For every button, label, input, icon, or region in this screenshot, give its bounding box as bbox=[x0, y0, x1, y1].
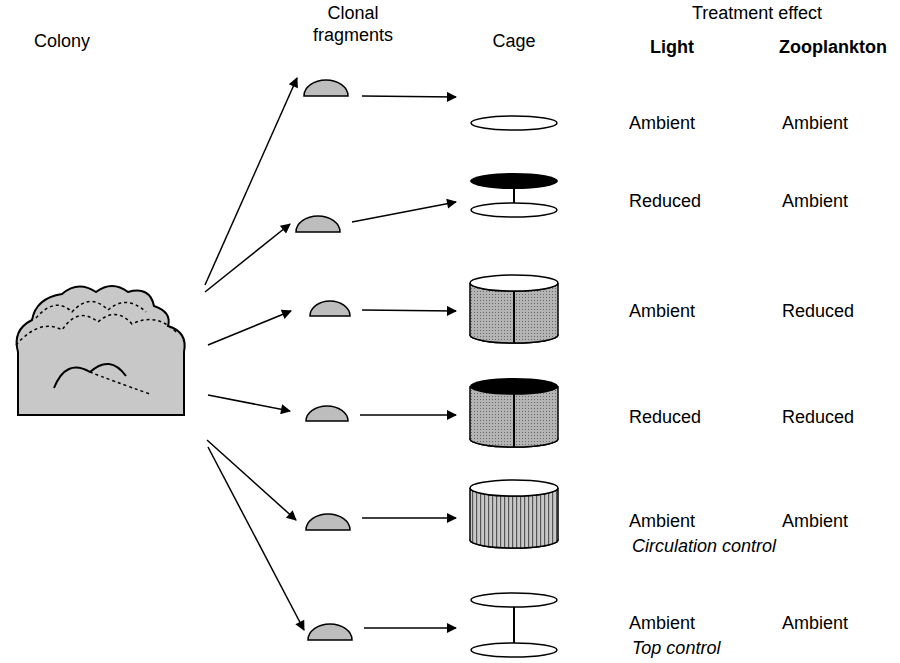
figure-heading: Colony bbox=[34, 30, 90, 52]
treatment-level: Reduced bbox=[629, 406, 701, 428]
figure-heading: Treatment effect bbox=[692, 2, 822, 24]
top-control-cage bbox=[471, 593, 557, 657]
clonal-fragment bbox=[296, 80, 352, 640]
shade-mesh-cage bbox=[470, 378, 558, 447]
treatment-arrows bbox=[352, 96, 456, 628]
treatment-level: Ambient bbox=[629, 612, 695, 634]
treatment-level: Ambient bbox=[782, 112, 848, 134]
treatment-level: Reduced bbox=[782, 406, 854, 428]
treatment-level: Ambient bbox=[782, 190, 848, 212]
figure-heading: Clonal fragments bbox=[298, 2, 408, 46]
circulation-control-cage bbox=[470, 480, 558, 548]
figure-heading: Cage bbox=[492, 30, 535, 52]
shade-cage bbox=[470, 173, 558, 217]
treatment-level: Reduced bbox=[782, 300, 854, 322]
treatment-level: Reduced bbox=[629, 190, 701, 212]
split-arrows bbox=[205, 78, 304, 630]
control-note: Circulation control bbox=[632, 535, 776, 557]
column-heading: Zooplankton bbox=[779, 36, 887, 58]
treatment-level: Ambient bbox=[629, 300, 695, 322]
treatment-level: Ambient bbox=[782, 510, 848, 532]
column-heading: Light bbox=[650, 36, 694, 58]
treatment-level: Ambient bbox=[629, 112, 695, 134]
mesh-cage bbox=[470, 275, 558, 343]
treatment-level: Ambient bbox=[782, 612, 848, 634]
coral-colony bbox=[16, 286, 185, 415]
treatment-level: Ambient bbox=[629, 510, 695, 532]
control-note: Top control bbox=[632, 637, 720, 659]
cage-plate bbox=[471, 116, 557, 130]
